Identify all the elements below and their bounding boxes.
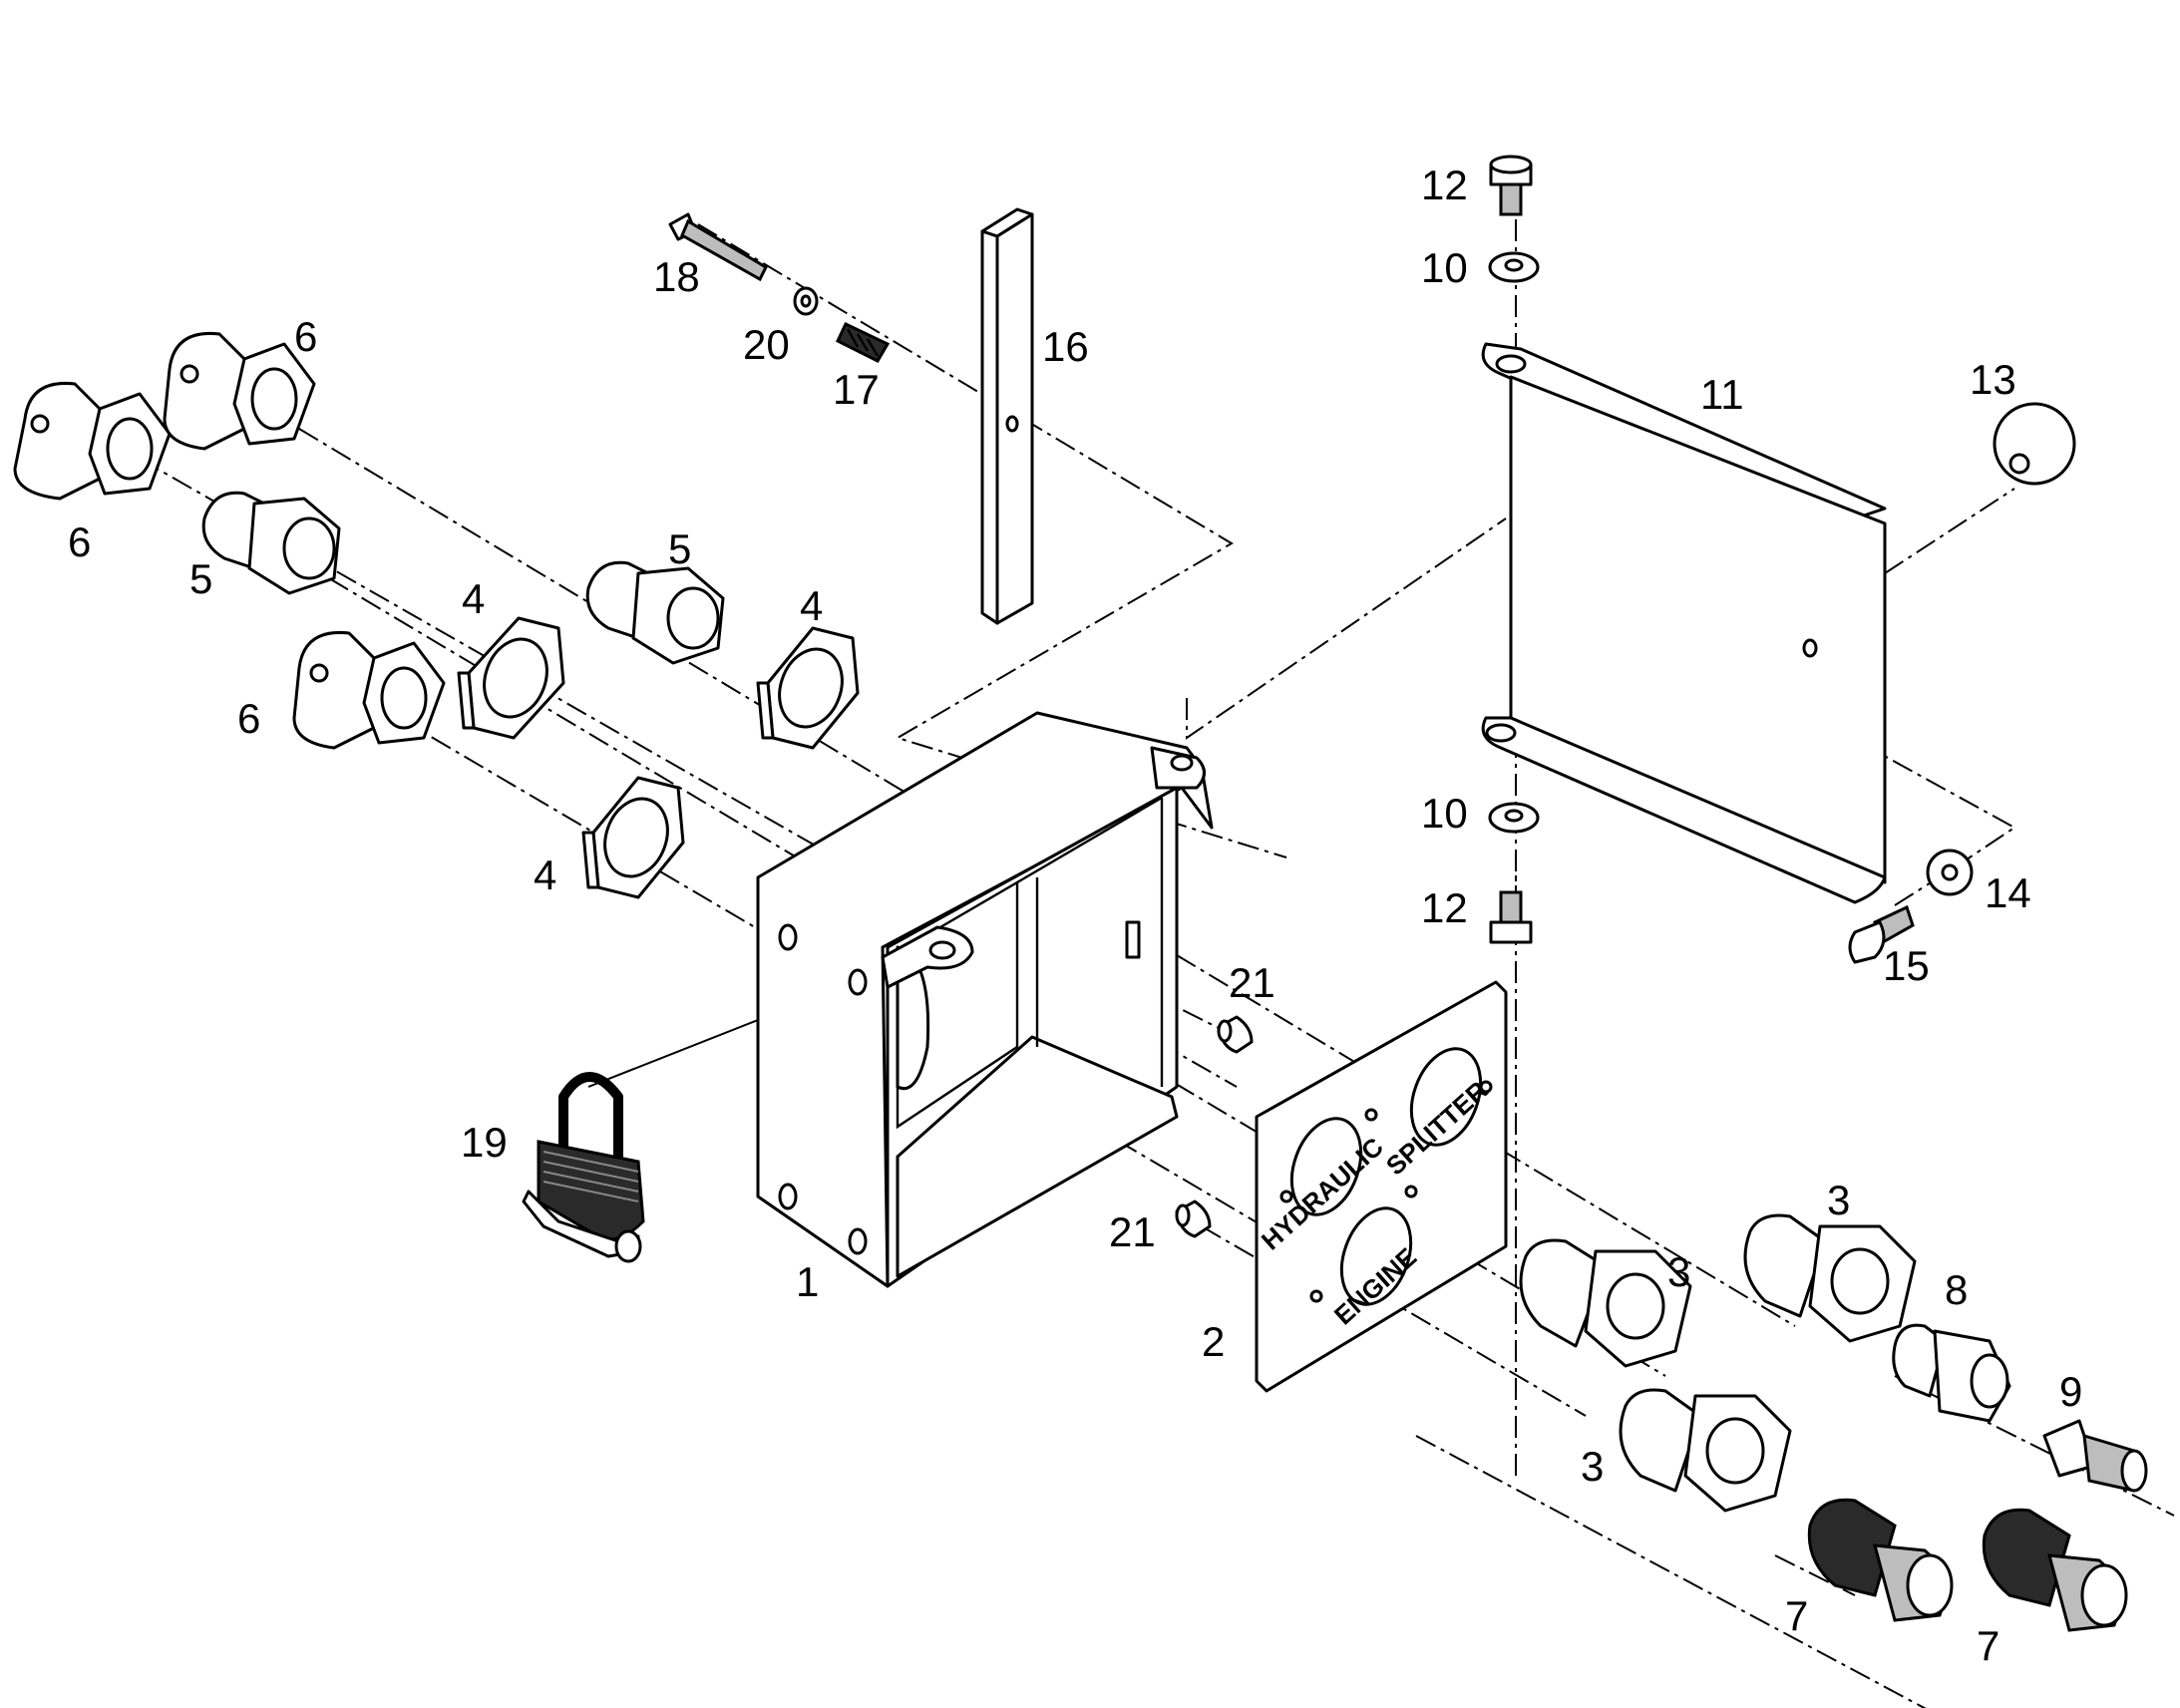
callout-3: 3 [1827,1177,1850,1223]
callout-4: 4 [800,582,823,629]
hex-nut-part-4-c [581,776,685,899]
callout-16: 16 [1042,323,1089,370]
elbow-fitting-part-6-a [13,381,172,501]
adapter-part-8 [1892,1323,2011,1423]
mounting-bracket-part-11 [1481,342,1887,904]
padlock-part-19 [522,1072,645,1263]
callout-17: 17 [833,366,880,413]
hex-nut-part-4-b [756,626,860,750]
bulkhead-fitting-part-3-a [1519,1238,1692,1368]
callout-10: 10 [1421,244,1468,291]
quick-coupler-part-7-a [1807,1498,1954,1622]
callout-6: 6 [294,313,317,360]
set-screw-part-21-b [1175,1199,1212,1238]
callout-12: 12 [1421,884,1468,931]
callout-8: 8 [1945,1266,1968,1313]
callout-21: 21 [1109,1208,1156,1255]
callout-7: 7 [1977,1622,1999,1669]
callout-18: 18 [653,253,700,300]
washer-part-10-a [1488,251,1540,283]
slide-bar-part-16 [980,207,1034,625]
spring-part-17 [836,321,891,363]
cap-screw-part-12-b [1489,890,1533,944]
callout-4: 4 [462,575,485,622]
callout-3: 3 [1667,1248,1690,1295]
callout-21: 21 [1229,959,1275,1006]
washer-part-14 [1926,849,1974,896]
quick-coupler-part-7-b [1982,1508,2128,1632]
callout-1: 1 [796,1258,819,1305]
bulkhead-fitting-part-3-c [1619,1388,1792,1513]
callout-12: 12 [1421,162,1468,208]
set-screw-part-21-a [1217,1015,1254,1054]
cap-screw-part-12-a [1489,155,1533,216]
callout-3: 3 [1581,1443,1604,1490]
bolt-part-18 [668,212,768,282]
callout-14: 14 [1985,869,2031,916]
washer-part-20 [793,286,819,316]
callout-4: 4 [534,852,556,898]
callout-labels: 1 2 3 3 3 4 4 4 5 5 6 6 6 7 7 8 9 10 10 … [68,162,2082,1669]
bulkhead-fitting-part-3-b [1743,1213,1917,1343]
callout-2: 2 [1202,1318,1225,1365]
callout-5: 5 [189,555,212,602]
callout-7: 7 [1785,1592,1808,1639]
nipple-part-9 [2042,1419,2148,1493]
bolt-part-15 [1848,904,1915,964]
straight-fitting-part-5-b [585,560,725,665]
callout-10: 10 [1421,790,1468,837]
knob-part-13 [1993,402,2076,486]
elbow-fitting-part-6-c [292,630,446,750]
callout-9: 9 [2059,1368,2082,1415]
callout-15: 15 [1883,942,1930,989]
face-plate-part-2: HYDRAULIC SPLITTER ENGINE [1255,980,1508,1393]
hex-nut-part-4-a [457,616,565,740]
callout-6: 6 [237,695,260,742]
straight-fitting-part-5-a [201,491,341,595]
callout-13: 13 [1970,356,2016,403]
callout-6: 6 [68,518,91,565]
washer-part-10-b [1488,802,1540,834]
callout-11: 11 [1700,371,1744,418]
callout-19: 19 [461,1119,508,1166]
elbow-fitting-part-6-b [163,331,316,451]
housing-box-part-1 [756,711,1214,1288]
callout-5: 5 [668,525,691,572]
callout-20: 20 [743,321,790,368]
